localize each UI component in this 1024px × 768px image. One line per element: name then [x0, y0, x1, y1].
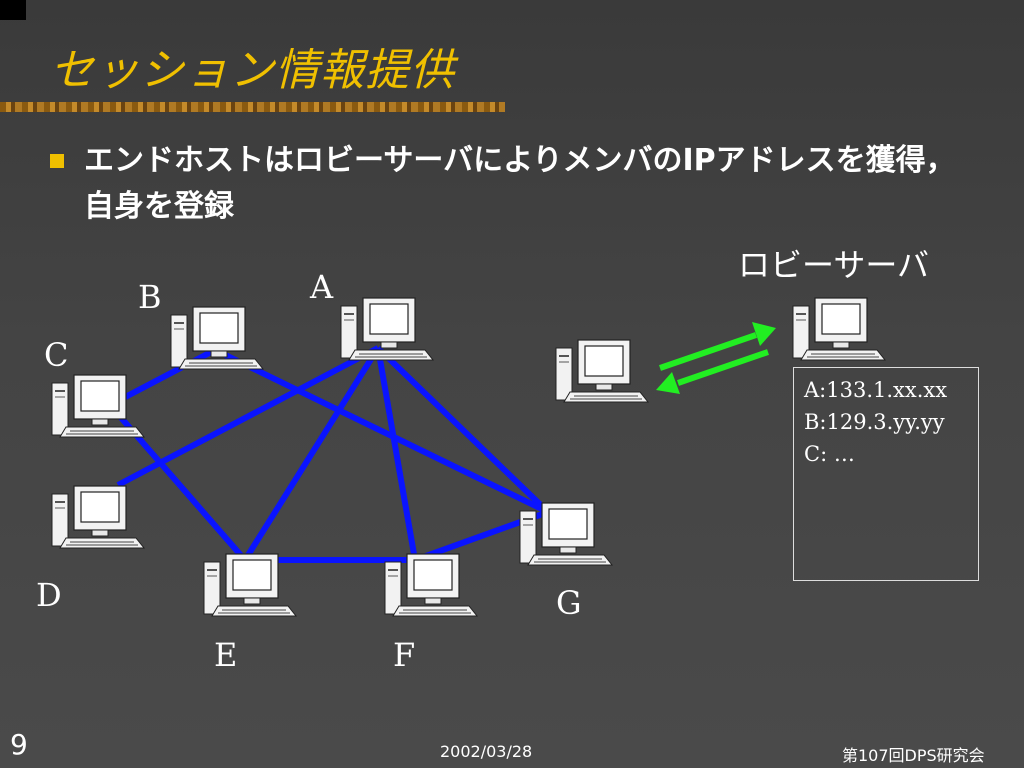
node-label-E: E — [214, 636, 238, 674]
computer-icon-C — [51, 374, 145, 438]
computer-icon-A — [340, 297, 434, 361]
node-label-G: G — [556, 584, 582, 622]
node-label-A: A — [310, 268, 334, 306]
bidirectional-arrow-icon — [656, 322, 776, 394]
footer-event: 第107回DPS研究会 — [842, 746, 985, 765]
slide-corner-mark — [0, 0, 26, 20]
member-entry-0: A:133.1.xx.xx — [804, 378, 948, 402]
link-A-E — [242, 346, 381, 562]
computer-icon-G — [519, 502, 613, 566]
computer-icon-B — [170, 306, 264, 370]
bullet-text: エンドホストはロビーサーバによりメンバのIPアドレスを獲得，自身を登録 — [84, 143, 956, 224]
computer-icon-E — [203, 553, 297, 617]
lobby-server-computer-icon — [792, 297, 886, 361]
square-bullet-icon — [50, 154, 64, 168]
node-label-B: B — [138, 278, 162, 316]
page-number: 9 — [10, 728, 28, 761]
links-layer — [107, 345, 551, 563]
member-entry-1: B:129.3.yy.yy — [804, 410, 945, 434]
member-address-list: A:133.1.xx.xx B:129.3.yy.yy C: … — [793, 367, 979, 581]
computer-icon-F — [384, 553, 478, 617]
link-B-G — [213, 347, 550, 515]
new-host-computer-icon — [555, 339, 649, 403]
link-A-G — [375, 345, 551, 515]
node-label-F: F — [393, 636, 416, 674]
title-decoration-bar — [0, 102, 505, 112]
member-entry-2: C: … — [804, 442, 855, 466]
computer-icon-D — [51, 485, 145, 549]
lobby-server-label: ロビーサーバ — [738, 246, 930, 284]
footer-date: 2002/03/28 — [440, 742, 533, 761]
node-label-D: D — [36, 576, 62, 614]
link-A-F — [375, 347, 418, 561]
slide-title: セッション情報提供 — [50, 45, 455, 96]
node-label-C: C — [44, 336, 69, 374]
nodes-layer — [51, 297, 613, 617]
